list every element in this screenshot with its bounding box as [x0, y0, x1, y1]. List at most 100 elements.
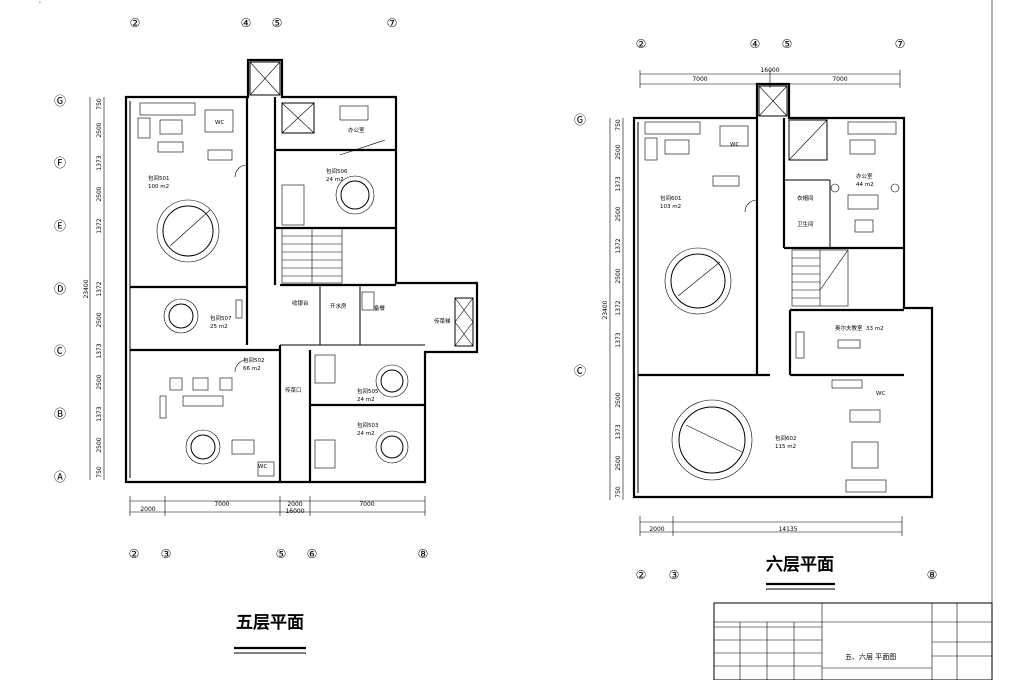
room-505-label: 包间505	[357, 387, 379, 395]
wardrobe-label: 衣帽间	[797, 194, 814, 202]
axis-left-B: Ⓑ	[54, 407, 66, 421]
floor5-office-furniture	[281, 102, 386, 156]
floor6-walls	[632, 82, 934, 499]
floor6-furniture-602	[671, 379, 887, 493]
floor6-plan: ② ④ ⑤ ⑦ 16000 7000 7000 Ⓖ Ⓒ 750 2500 137…	[574, 37, 938, 590]
dim6-left-3: 2500	[615, 206, 622, 221]
floor5-round-table-507	[163, 298, 243, 334]
dim6-left-0: 750	[615, 119, 622, 131]
room-503-label: 包间503	[357, 421, 379, 429]
axis-bottom-3: ③	[161, 547, 172, 561]
serving-lift-label: 传菜梯	[434, 317, 451, 325]
floor5-sofa-501	[137, 102, 234, 161]
dim6-bottom-1: 14135	[778, 526, 797, 533]
axis6-bottom-8: ⑧	[927, 568, 938, 582]
dim-bottom-0: 2000	[140, 506, 155, 513]
room-506-area: 24 m2	[326, 177, 344, 183]
dim-bottom-2: 2000	[287, 501, 302, 508]
room-501-label: 包间501	[148, 174, 170, 182]
axis-left-A: Ⓐ	[54, 470, 66, 484]
axis-top-5: ⑤	[272, 16, 283, 30]
dim6-left-2: 1373	[615, 176, 622, 191]
floor5-left-dims: 750 2500 1373 2500 1372 1372 2500 1373 2…	[83, 98, 103, 478]
dim6-left-7: 1373	[615, 332, 622, 347]
axis-top-7: ⑦	[387, 16, 398, 30]
dim-bottom-3: 7000	[359, 501, 374, 508]
axis-left-G: Ⓖ	[54, 94, 66, 108]
axis-bottom-8: ⑧	[418, 547, 429, 561]
floor6-furniture-601	[644, 121, 749, 315]
floor5-walls	[124, 58, 479, 484]
room-602-label: 包间602	[775, 434, 797, 442]
cashier-label: 收银台	[292, 299, 309, 307]
room-601-area: 103 m2	[660, 204, 681, 210]
floor6-stairs	[791, 249, 849, 307]
pass-label: 传菜口	[285, 386, 302, 394]
floor5-title: 五层平面	[236, 613, 304, 633]
drawing-name: 五、六层 平面图	[845, 652, 896, 661]
office-5-label: 办公室	[348, 126, 365, 134]
floor5-plan: ② ④ ⑤ ⑦ Ⓖ Ⓕ Ⓔ Ⓓ Ⓒ Ⓑ Ⓐ 750 2500 1373 2500…	[54, 16, 479, 654]
dim-bottom-total: 16000	[285, 508, 304, 515]
dim-left-10: 2500	[96, 437, 103, 452]
axis6-top-5: ⑤	[782, 37, 793, 51]
dim6-left-1: 2500	[615, 144, 622, 159]
dim6-top-total: 16000	[760, 67, 779, 74]
floor5-round-table-506	[281, 175, 375, 226]
room-507-label: 包间507	[210, 314, 232, 322]
bath-label: 卫生间	[797, 220, 814, 228]
room-505-area: 24 m2	[357, 397, 375, 403]
room-602-wc: WC	[876, 391, 885, 397]
room-502-label: 包间502	[243, 356, 265, 364]
svg-text:': '	[39, 1, 41, 8]
room-502-area: 66 m2	[243, 366, 261, 372]
dim-bottom-1: 7000	[214, 501, 229, 508]
water-room-label: 开水房	[330, 302, 347, 310]
room-507-area: 25 m2	[210, 324, 228, 330]
axis6-top-4: ④	[750, 37, 761, 51]
floor5-round-table-505	[314, 354, 409, 398]
axis6-top-7: ⑦	[895, 37, 906, 51]
dim-left-3: 2500	[96, 186, 103, 201]
dim-left-11: 750	[96, 466, 103, 478]
axis6-left-G: Ⓖ	[574, 113, 586, 127]
room-506-label: 包间506	[326, 167, 348, 175]
room-501-wc: WC	[215, 120, 224, 126]
dim-left-0: 750	[96, 98, 103, 110]
axis6-left-C: Ⓒ	[574, 364, 586, 378]
axis-left-F: Ⓕ	[54, 156, 66, 170]
room-501-area: 100 m2	[148, 184, 169, 190]
dim6-left-5: 1372	[615, 300, 622, 315]
dim6-left-total: 23400	[602, 300, 609, 319]
room-601-label: 包间601	[660, 194, 682, 202]
axis6-bottom-2: ②	[636, 568, 647, 582]
dim6-left-8: 2500	[615, 392, 622, 407]
dim6-left-4: 1372	[615, 238, 622, 253]
dim-left-9: 1373	[96, 406, 103, 421]
dim-left-4: 1372	[96, 218, 103, 233]
axis6-bottom-3: ③	[669, 568, 680, 582]
axis-left-E: Ⓔ	[54, 219, 66, 233]
dim6-bottom-0: 2000	[649, 526, 664, 533]
axis-bottom-5: ⑤	[276, 547, 287, 561]
dim6-top-1: 7000	[832, 76, 847, 83]
axis-left-D: Ⓓ	[54, 282, 66, 296]
dim-left-total: 23400	[83, 279, 90, 298]
classroom-label: 奥尔夫教室	[835, 324, 863, 332]
dim-left-1: 2500	[96, 122, 103, 137]
dim-left-5: 1372	[96, 281, 103, 296]
axis-top-2: ②	[130, 16, 141, 30]
room-602-area: 115 m2	[775, 444, 796, 450]
classroom-area: 33 m2	[866, 326, 884, 332]
dim-left-8: 2500	[96, 374, 103, 389]
room-601-wc: WC	[730, 142, 739, 148]
axis6-top-2: ②	[636, 37, 647, 51]
dim-left-6: 2500	[96, 312, 103, 327]
floor6-office-furniture	[788, 119, 900, 233]
storage-label: 备餐	[374, 304, 386, 312]
dim6-left-10: 2500	[615, 455, 622, 470]
room-503-area: 24 m2	[357, 431, 375, 437]
classroom-desk	[837, 339, 861, 349]
